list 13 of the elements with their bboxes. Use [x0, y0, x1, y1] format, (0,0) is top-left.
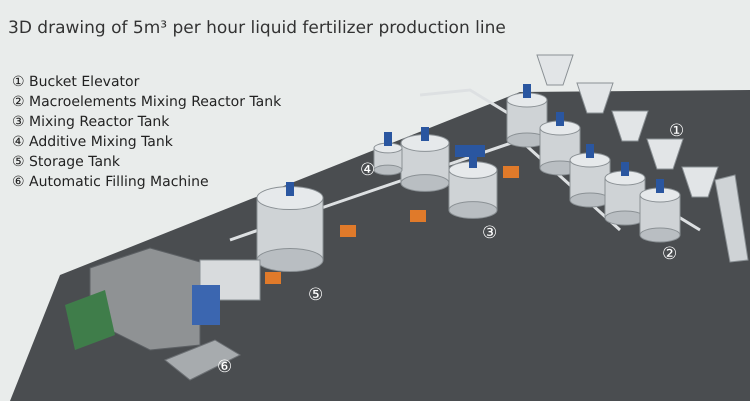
callout-number: ⑥ [217, 357, 232, 377]
key-entry: ① Bucket Elevator [12, 74, 140, 90]
callout-number: ① [669, 121, 684, 141]
key-entry: ② Macroelements Mixing Reactor Tank [12, 94, 282, 110]
callout-number: ③ [482, 223, 498, 243]
key-entry: ③ Mixing Reactor Tank [12, 114, 170, 130]
callout-number: ⑤ [308, 285, 324, 305]
diagram-title: 3D drawing of 5m³ per hour liquid fertilizer production line [8, 18, 506, 38]
key-entry: ⑤ Storage Tank [12, 154, 120, 170]
key-entry: ⑥ Automatic Filling Machine [12, 174, 209, 190]
callout-number: ④ [360, 160, 376, 180]
key-entry: ④ Additive Mixing Tank [12, 134, 173, 150]
callout-number: ② [662, 244, 678, 264]
